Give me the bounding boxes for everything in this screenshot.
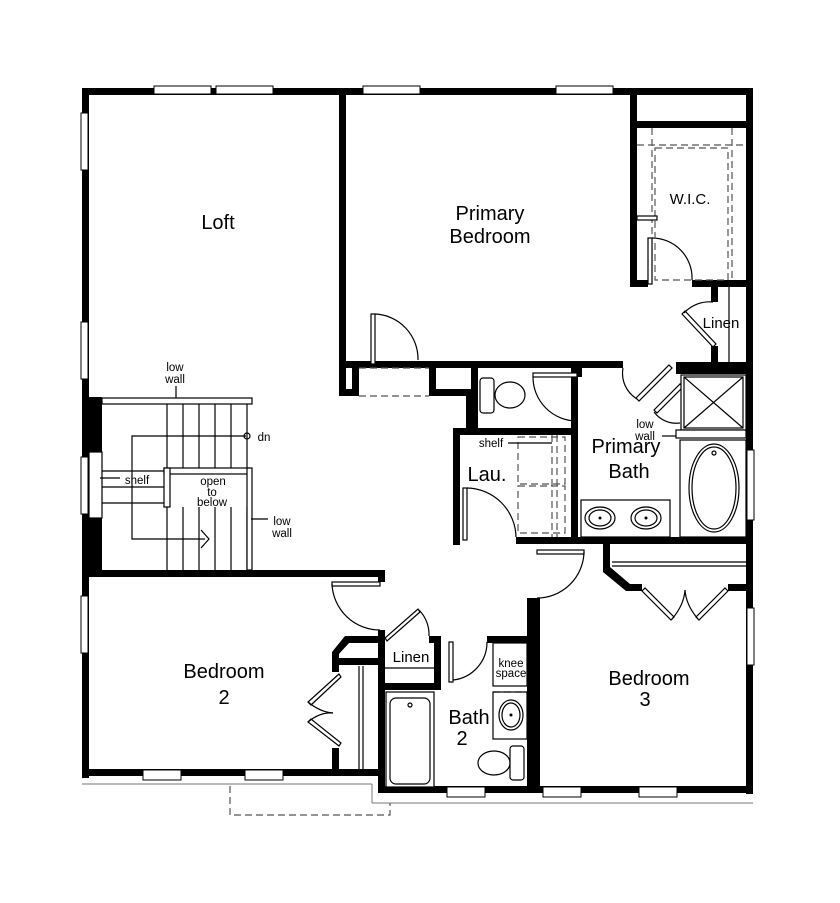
low-wall-bath-label-line1: low <box>636 419 654 431</box>
windows <box>80 85 755 798</box>
exterior-trim <box>82 783 753 816</box>
low-wall-bath-label-line2: wall <box>634 431 655 443</box>
fixtures <box>385 374 747 788</box>
doors <box>307 237 729 747</box>
open-to-below-line2: to <box>207 487 217 499</box>
room-label-linen-hall: Linen <box>393 649 430 666</box>
stair-down-label: dn <box>258 432 271 444</box>
room-label-bedroom2-line1: Bedroom <box>183 661 264 683</box>
laundry-shelf-label: shelf <box>479 438 504 450</box>
open-to-below-line3: below <box>197 497 228 509</box>
room-label-loft: Loft <box>201 212 235 234</box>
room-label-primary-bedroom-line1: Primary <box>456 203 525 225</box>
room-label-bath2-line1: Bath <box>448 707 489 729</box>
annotations: low wall dn shelf open to below low wall… <box>125 362 655 680</box>
room-label-primary-bath-line2: Bath <box>608 461 649 483</box>
room-label-bedroom3-line1: Bedroom <box>608 668 689 690</box>
room-label-wic: W.I.C. <box>670 191 711 208</box>
room-label-laundry: Lau. <box>468 464 507 486</box>
room-labels: Loft Primary Bedroom W.I.C. Linen Primar… <box>183 191 739 750</box>
low-wall-stair-label-line1: low <box>273 516 291 528</box>
stair-shelf-label: shelf <box>125 475 150 487</box>
knee-space-label-line1: knee <box>499 658 524 670</box>
room-label-primary-bath-line1: Primary <box>592 436 661 458</box>
room-label-bath2-line2: 2 <box>456 728 467 750</box>
low-wall-stair-label-line2: wall <box>271 528 292 540</box>
low-wall-top-label-line1: low <box>166 362 184 374</box>
knee-space-label-line2: space <box>496 668 527 680</box>
staircase <box>88 386 268 571</box>
room-label-primary-bedroom-line2: Bedroom <box>449 226 530 248</box>
interior-walls <box>82 92 753 793</box>
low-wall-top-label-line2: wall <box>164 374 185 386</box>
room-label-bedroom2-line2: 2 <box>218 687 229 709</box>
room-label-bedroom3-line2: 3 <box>639 689 650 711</box>
room-label-linen-primary: Linen <box>703 315 740 332</box>
open-to-below-line1: open <box>200 476 226 488</box>
wic-shelving <box>636 128 746 281</box>
